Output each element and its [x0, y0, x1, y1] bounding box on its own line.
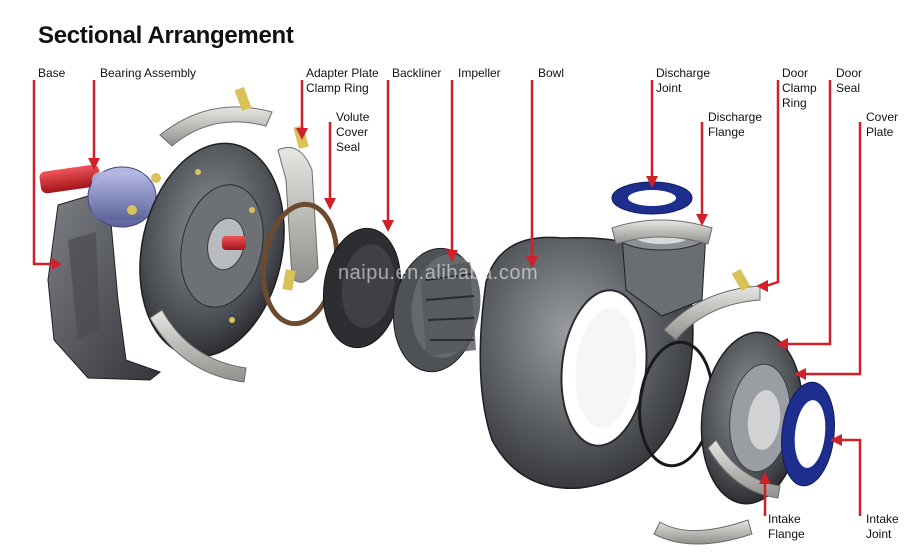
discharge-joint-ring — [611, 181, 693, 215]
label-door-seal: Door Seal — [836, 66, 863, 95]
label-discharge-flange: Discharge Flange — [708, 110, 763, 139]
impeller — [393, 247, 481, 373]
label-intake-flange: Intake Flange — [768, 512, 805, 541]
door-clamp-ring-segments — [653, 268, 761, 545]
label-intake-joint: Intake Joint — [866, 512, 899, 541]
label-adapter-plate-clamp-ring: Adapter Plate Clamp Ring — [306, 66, 379, 95]
label-door-clamp-ring: Door Clamp Ring — [782, 66, 817, 110]
label-impeller: Impeller — [458, 66, 501, 80]
label-volute-cover-seal: Volute Cover Seal — [336, 110, 370, 154]
backliner-disc — [322, 227, 402, 349]
intake-joint-ring — [781, 381, 835, 487]
label-base: Base — [38, 66, 66, 80]
label-bearing-assembly: Bearing Assembly — [100, 66, 197, 80]
label-backliner: Backliner — [392, 66, 442, 80]
leader-lines — [32, 80, 862, 516]
adapter-plate-clamp-ring — [277, 125, 319, 291]
arrowheads — [52, 128, 842, 484]
diagram-title: Sectional Arrangement — [38, 22, 294, 49]
frame-clamp-ring-segments — [149, 86, 273, 383]
base-frame-group — [39, 142, 285, 381]
discharge-spout — [611, 219, 713, 317]
watermark: naipu.en.alibaba.com — [338, 262, 539, 284]
label-bowl: Bowl — [538, 66, 565, 80]
label-discharge-joint: Discharge Joint — [656, 66, 711, 95]
label-cover-plate: Cover Plate — [866, 110, 899, 139]
